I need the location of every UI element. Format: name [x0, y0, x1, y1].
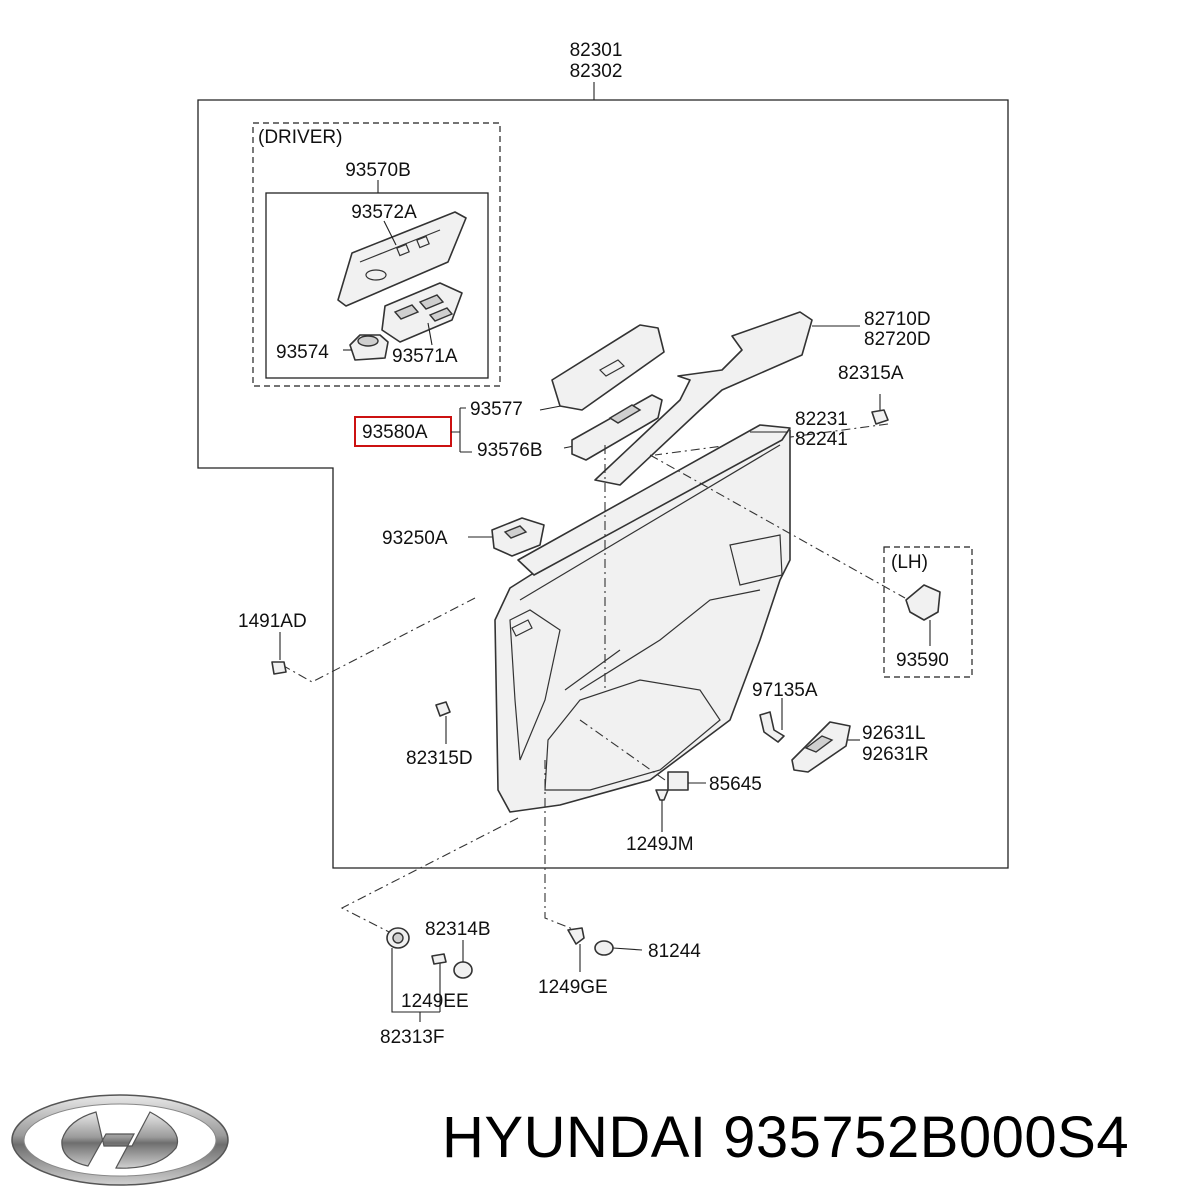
label-82301: 82301 — [570, 40, 623, 61]
switch-unit-drawing — [381, 282, 463, 343]
label-82231: 82231 — [795, 409, 848, 430]
footer: HYUNDAI 935752B000S4 — [0, 1070, 1200, 1200]
label-82241: 82241 — [795, 429, 848, 450]
screw-1249jm-drawing — [655, 789, 669, 801]
clip-82315d-drawing — [435, 701, 451, 717]
label-82313f: 82313F — [380, 1027, 444, 1048]
armrest-drawing — [594, 311, 813, 486]
label-97135a: 97135A — [752, 680, 818, 701]
switch-trim-drawing — [551, 324, 665, 411]
label-85645: 85645 — [709, 774, 762, 795]
brand-name: HYUNDAI — [442, 1105, 707, 1170]
label-1249ee: 1249EE — [401, 991, 469, 1012]
label-lh: (LH) — [891, 552, 928, 573]
screw-1249ee-drawing — [431, 953, 447, 965]
door-panel-drawing — [494, 429, 791, 813]
reflector-85645-drawing — [667, 771, 689, 791]
label-93570b: 93570B — [345, 160, 411, 181]
lh-group-box — [883, 546, 973, 678]
belt-moulding-drawing — [517, 424, 791, 576]
label-82302: 82302 — [570, 61, 623, 82]
cap-82314b-drawing — [453, 961, 473, 979]
label-1249jm: 1249JM — [626, 834, 694, 855]
label-1491ad: 1491AD — [238, 611, 307, 632]
cap-81244-drawing — [594, 940, 614, 956]
label-93571a: 93571A — [392, 346, 458, 367]
label-93572a: 93572A — [351, 202, 417, 223]
switch-93250a-drawing — [491, 517, 545, 557]
label-82720d: 82720D — [864, 329, 931, 350]
label-92631l: 92631L — [862, 723, 925, 744]
hyundai-logo-icon — [11, 1094, 229, 1186]
label-93576b: 93576B — [477, 440, 543, 461]
driver-group-box — [252, 122, 501, 387]
label-81244: 81244 — [648, 941, 701, 962]
label-93250a: 93250A — [382, 528, 448, 549]
label-82315d: 82315D — [406, 748, 473, 769]
assembly-outline — [197, 99, 1009, 869]
clip-82315a-drawing — [871, 409, 889, 425]
label-82710d: 82710D — [864, 309, 931, 330]
brand-part-line: HYUNDAI 935752B000S4 — [442, 1104, 1129, 1171]
label-1249ge: 1249GE — [538, 977, 608, 998]
switch-93590-drawing — [905, 584, 941, 621]
switch-93576b-drawing — [571, 394, 663, 461]
label-82315a: 82315A — [838, 363, 904, 384]
label-93590: 93590 — [896, 650, 949, 671]
bracket-97135a-drawing — [759, 711, 785, 743]
parts-diagram: 82301 82302 (DRIVER) 93570B 93572A 93574… — [197, 40, 1009, 1048]
label-92631r: 92631R — [862, 744, 929, 765]
part-number: 935752B000S4 — [723, 1105, 1130, 1170]
label-driver: (DRIVER) — [258, 127, 342, 148]
switch-assy-box — [265, 192, 489, 379]
label-82314b: 82314B — [425, 919, 491, 940]
label-93574: 93574 — [276, 342, 329, 363]
switch-cover-drawing — [337, 211, 467, 307]
label-93577: 93577 — [470, 399, 523, 420]
label-93580a: 93580A — [362, 422, 428, 443]
fastener-1491ad-drawing — [271, 661, 287, 675]
screw-1249ge-drawing — [567, 927, 585, 945]
